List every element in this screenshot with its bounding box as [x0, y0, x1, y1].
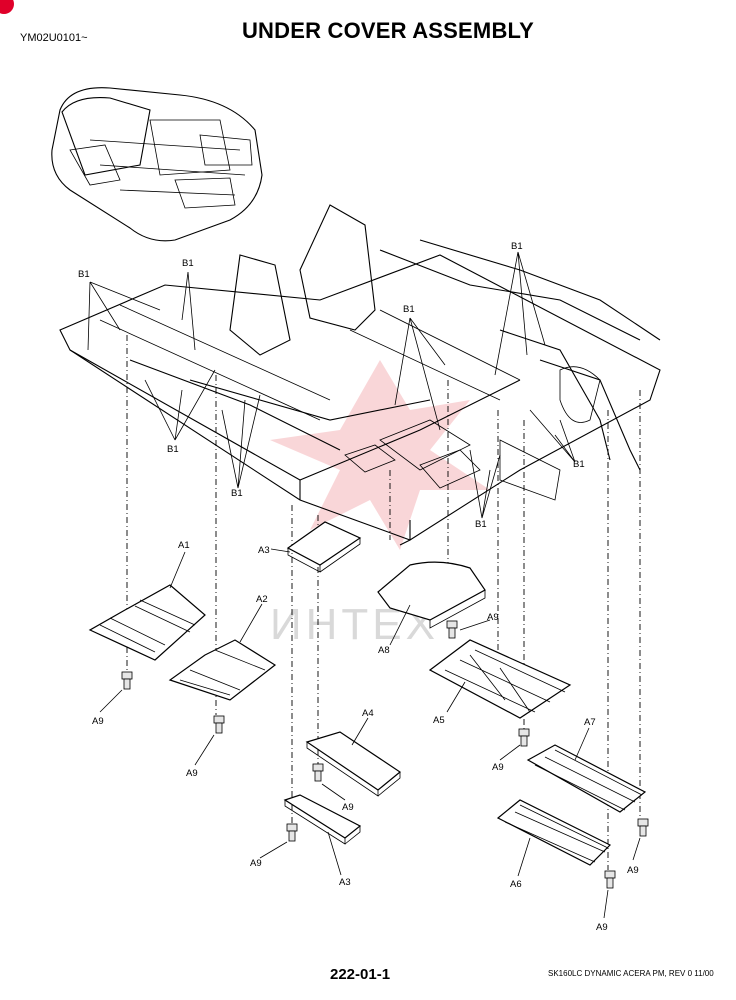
- label-a9: A9: [627, 865, 639, 876]
- label-b1: B1: [167, 444, 179, 455]
- label-a4: A4: [362, 708, 374, 719]
- inset-machine-view: [51, 87, 263, 242]
- label-a2: A2: [256, 594, 268, 605]
- label-a9: A9: [492, 762, 504, 773]
- label-a3: A3: [339, 877, 351, 888]
- label-a5: A5: [433, 715, 445, 726]
- label-b1: B1: [511, 241, 523, 252]
- model-revision-info: SK160LC DYNAMIC ACERA PM, REV 0 11/00: [548, 969, 714, 978]
- label-b1: B1: [182, 258, 194, 269]
- label-b1: B1: [475, 519, 487, 530]
- label-a9: A9: [250, 858, 262, 869]
- b1-leaders: [87, 251, 576, 519]
- label-b1: B1: [403, 304, 415, 315]
- watermark-logo: [270, 360, 490, 550]
- bolts: [121, 620, 649, 889]
- assembly-lines: [126, 335, 641, 870]
- label-a9: A9: [487, 612, 499, 623]
- label-a6: A6: [510, 879, 522, 890]
- label-a1: A1: [178, 540, 190, 551]
- page-number: 222-01-1: [330, 966, 391, 983]
- part-leaders: [99, 548, 641, 919]
- document-code: YM02U0101~: [20, 32, 88, 44]
- label-a3: A3: [258, 545, 270, 556]
- label-a9: A9: [92, 716, 104, 727]
- label-a7: A7: [584, 717, 596, 728]
- callout-labels: B1 B1 B1 B1 B1 B1 B1 B1 A1 A2 A3 A3 A4 A…: [78, 241, 639, 933]
- label-a9: A9: [596, 922, 608, 933]
- cover-plates: [88, 521, 647, 866]
- label-a9: A9: [186, 768, 198, 779]
- corner-marker: [0, 0, 14, 14]
- label-b1: B1: [231, 488, 243, 499]
- label-a9: A9: [342, 802, 354, 813]
- label-b1: B1: [573, 459, 585, 470]
- label-b1: B1: [78, 269, 90, 280]
- upper-frame-structure: [59, 204, 661, 546]
- label-a8: A8: [378, 645, 390, 656]
- page-title: UNDER COVER ASSEMBLY: [241, 18, 535, 43]
